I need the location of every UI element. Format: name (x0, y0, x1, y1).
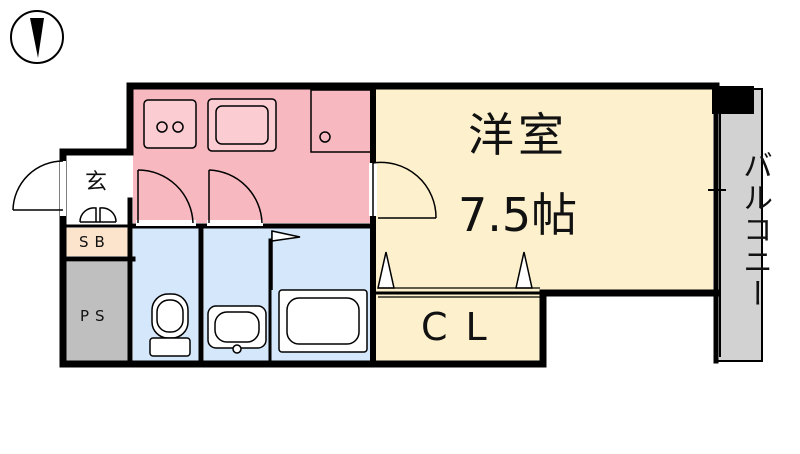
pipe-space (66, 262, 130, 361)
pipe-space-label: PS (80, 307, 111, 325)
washroom-door (207, 169, 263, 226)
closet-label: CL (421, 305, 505, 349)
walls (59, 82, 720, 368)
kitchen-sink-icon (207, 98, 277, 152)
north-arrow-icon (10, 10, 64, 64)
fridge-icon (310, 89, 374, 153)
bathtub-icon (278, 289, 368, 353)
entrance-door (12, 160, 66, 216)
shoe-box-label: SB (79, 233, 111, 251)
balcony (716, 89, 762, 361)
bath-door-flag (271, 230, 301, 290)
closet-area (373, 293, 543, 361)
two-burner-stove-icon (143, 99, 197, 149)
balcony-label: バルコニー (737, 150, 772, 310)
toilet-door (136, 169, 196, 226)
shoe-box (66, 228, 130, 256)
entrance-label: 玄 (85, 170, 108, 195)
washbasin-icon (207, 305, 267, 354)
shoe-box-doors (79, 207, 117, 223)
room-door (369, 161, 437, 219)
main-room-label: 洋室 (468, 108, 568, 162)
balcony-pillar (712, 86, 754, 114)
closet-doors (377, 251, 540, 298)
toilet-icon (149, 293, 191, 357)
main-room-size-label: 7.5帖 (458, 188, 578, 242)
doors (12, 160, 540, 298)
